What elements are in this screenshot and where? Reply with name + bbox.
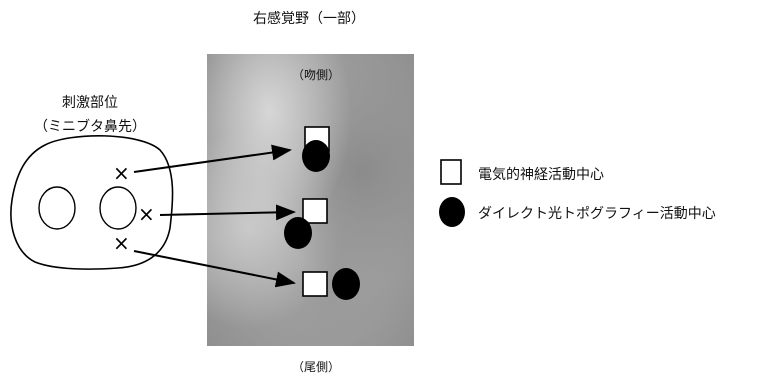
optical-center-1 xyxy=(302,140,330,172)
stimulus-site-subtitle: （ミニブタ鼻先） xyxy=(34,119,146,135)
snout-outline xyxy=(10,135,174,270)
legend-label-optical: ダイレクト光トポグラフィー活動中心 xyxy=(478,206,716,222)
rostral-label: （吻側） xyxy=(292,68,341,82)
legend-label-electrical: 電気的神経活動中心 xyxy=(478,167,604,183)
arrow-3 xyxy=(133,250,296,288)
right-nostril xyxy=(99,186,137,230)
caudal-label: （尾側） xyxy=(292,360,341,374)
legend-square-icon xyxy=(440,159,462,185)
diagram-title: 右感覚野（一部） xyxy=(253,11,365,27)
left-nostril xyxy=(38,186,76,230)
arrow-2 xyxy=(159,204,296,221)
stimulus-marker-2: × xyxy=(138,202,155,226)
stimulus-site-title: 刺激部位 xyxy=(62,95,118,111)
optical-center-2 xyxy=(284,217,312,249)
stimulus-marker-3: × xyxy=(113,231,130,255)
arrow-1 xyxy=(133,144,292,173)
legend-circle-icon xyxy=(439,197,465,227)
electrical-center-3 xyxy=(302,271,328,297)
stimulus-marker-1: × xyxy=(113,161,130,185)
optical-center-3 xyxy=(332,268,360,300)
electrical-center-2 xyxy=(302,198,328,224)
